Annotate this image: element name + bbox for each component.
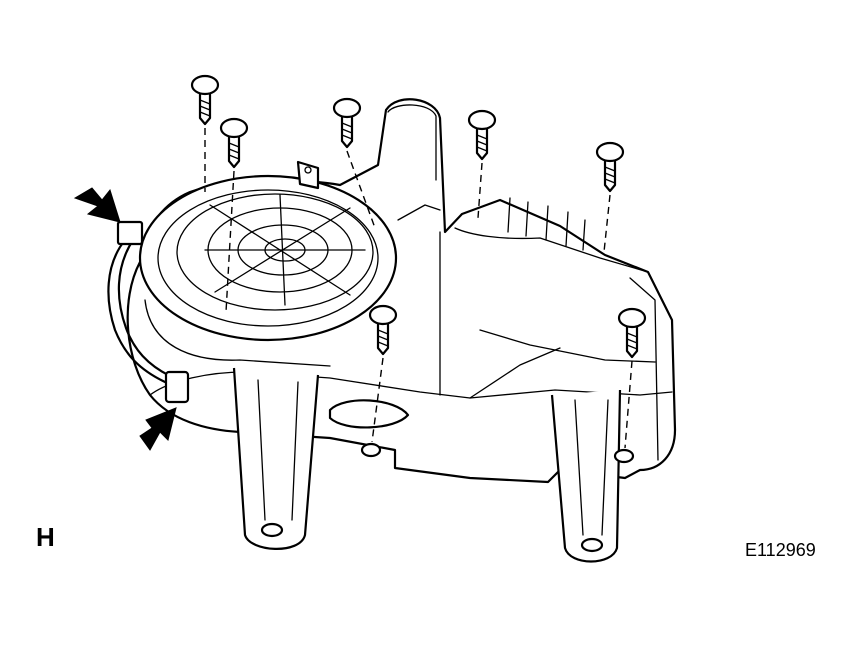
small-bracket bbox=[296, 160, 320, 190]
screw-6 bbox=[360, 304, 398, 458]
screw-1 bbox=[190, 74, 220, 192]
screw-4 bbox=[467, 109, 497, 219]
screw-3 bbox=[332, 97, 376, 229]
wire-harness bbox=[107, 220, 190, 404]
view-label: H bbox=[36, 522, 55, 552]
mounting-bracket-left bbox=[232, 367, 320, 550]
screw-5 bbox=[595, 141, 625, 253]
screw-2 bbox=[219, 117, 249, 313]
blower-fan bbox=[138, 174, 398, 342]
arrow-lower-icon bbox=[139, 407, 177, 451]
arrow-upper-icon bbox=[73, 187, 121, 223]
mounting-bracket-right bbox=[550, 389, 622, 563]
figure-code: E112969 bbox=[745, 540, 816, 560]
bottom-seal bbox=[328, 399, 410, 429]
screw-7 bbox=[613, 307, 647, 464]
